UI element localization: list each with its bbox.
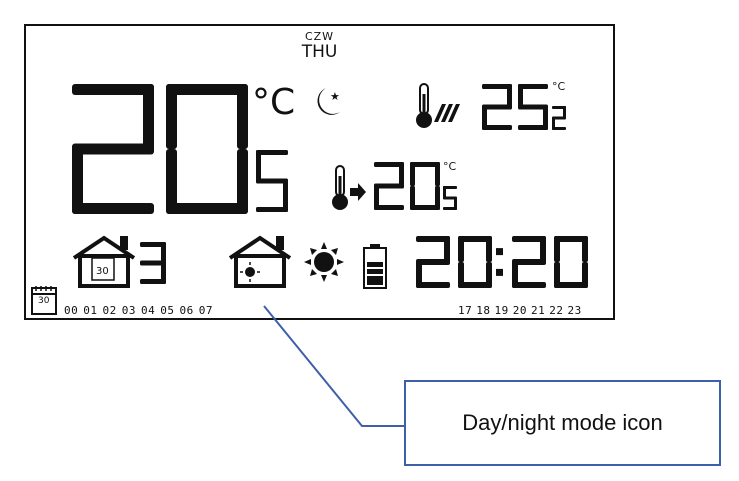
house-calendar-icon: 30 <box>72 235 136 288</box>
callout-box: Day/night mode icon <box>404 380 721 466</box>
main-temp-decimal-digit <box>256 150 288 212</box>
program-number-digit <box>140 242 166 284</box>
floor-temp-digit <box>482 84 512 130</box>
hour-label: 00 <box>64 304 79 317</box>
svg-text:30: 30 <box>96 266 109 277</box>
floor-temp-digit <box>518 84 548 130</box>
day-top-label: CZW <box>304 30 335 43</box>
hour-label: 07 <box>198 304 213 317</box>
floor-thermometer-icon <box>416 83 460 128</box>
callout-leader-line <box>263 305 404 427</box>
setpoint-thermometer-icon <box>332 165 366 210</box>
setpoint-temp-decimal-digit <box>443 186 457 210</box>
hour-label: 17 <box>458 304 473 317</box>
hour-label: 19 <box>494 304 509 317</box>
svg-text:★: ★ <box>330 90 340 103</box>
hour-label: 21 <box>531 304 546 317</box>
clock-digit <box>416 236 450 288</box>
calendar-day: 30 <box>38 296 50 306</box>
clock-digit <box>458 236 492 288</box>
hour-label: 04 <box>141 304 156 317</box>
hour-scale-left: 00 01 02 03 04 05 06 07 <box>64 304 213 317</box>
hour-label: 06 <box>179 304 194 317</box>
hour-label: 22 <box>549 304 564 317</box>
clock-colon <box>496 248 503 276</box>
setpoint-temp-digit <box>410 162 440 210</box>
hour-label: 01 <box>83 304 98 317</box>
house-day-night-icon <box>228 235 292 288</box>
floor-temp-unit: °C <box>552 80 566 93</box>
calendar-icon <box>31 286 57 315</box>
hour-label: 05 <box>160 304 175 317</box>
hour-label: 23 <box>567 304 582 317</box>
moon-star-icon: ★ <box>317 88 340 115</box>
battery-icon <box>363 244 387 289</box>
day-label: THU <box>301 42 338 62</box>
callout-label: Day/night mode icon <box>462 410 663 435</box>
hour-label: 02 <box>102 304 117 317</box>
main-temp-digit <box>72 84 154 214</box>
sun-icon <box>304 242 344 282</box>
setpoint-temp-digit <box>374 162 404 210</box>
main-temp-unit: °C <box>252 82 296 123</box>
hour-label: 03 <box>121 304 136 317</box>
hour-label: 20 <box>512 304 527 317</box>
hour-label: 18 <box>476 304 491 317</box>
floor-temp-decimal-digit <box>552 106 566 130</box>
main-temp-digit <box>166 84 248 214</box>
setpoint-temp-unit: °C <box>443 160 457 173</box>
clock-digit <box>512 236 546 288</box>
clock-digit <box>554 236 588 288</box>
